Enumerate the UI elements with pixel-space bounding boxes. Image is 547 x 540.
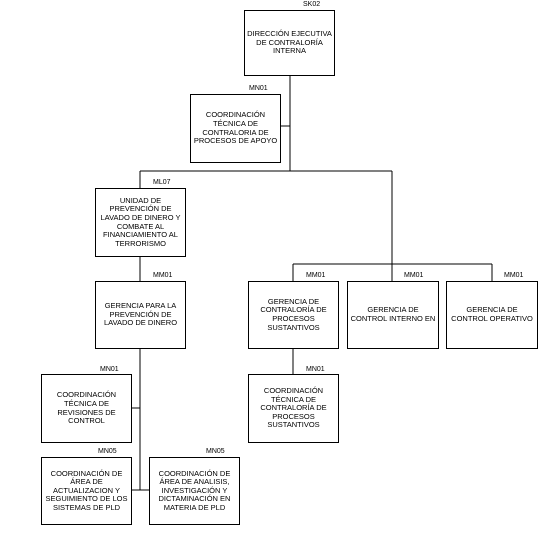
node-coordinacion-contraloria-procesos-sustantivos: COORDINACIÓN TÉCNICA DE CONTRALORÍA DE P… <box>248 374 339 443</box>
node-unidad-prevencion-lavado-dinero: UNIDAD DE PREVENCIÓN DE LAVADO DE DINERO… <box>95 188 186 257</box>
node-code-n05: MN01 <box>100 366 119 373</box>
node-code-n10: MM01 <box>404 272 424 279</box>
node-code-n07: MN05 <box>206 448 225 455</box>
node-label: COORDINACIÓN TÉCNICA DE REVISIONES DE CO… <box>56 390 117 426</box>
node-label: COORDINACIÓN TÉCNICA DE CONTRALORÍA DE P… <box>260 386 327 430</box>
node-label: GERENCIA DE CONTROL OPERATIVO <box>451 305 533 323</box>
node-label: DIRECCIÓN EJECUTIVA DE CONTRALORÍA INTER… <box>247 29 332 56</box>
node-gerencia-prevencion-lavado-dinero: GERENCIA PARA LA PREVENCIÓN DE LAVADO DE… <box>95 281 186 349</box>
node-direccion-ejecutiva-contraloria-interna: DIRECCIÓN EJECUTIVA DE CONTRALORÍA INTER… <box>244 10 335 76</box>
node-coordinacion-actualizacion-seguimiento-pld: COORDINACIÓN DE ÁREA DE ACTUALIZACION Y … <box>41 457 132 525</box>
node-coordinacion-revisiones-control: COORDINACIÓN TÉCNICA DE REVISIONES DE CO… <box>41 374 132 443</box>
node-label: GERENCIA DE CONTRALORÍA DE PROCESOS SUST… <box>260 296 327 332</box>
node-label: COORDINACIÓN DE ÁREA DE ANALISIS, INVEST… <box>158 468 231 512</box>
node-code-n09: MN01 <box>306 366 325 373</box>
node-label: UNIDAD DE PREVENCIÓN DE LAVADO DE DINERO… <box>100 195 181 248</box>
node-code-n04: MM01 <box>153 272 173 279</box>
node-code-n06: MN05 <box>98 448 117 455</box>
node-code-n08: MM01 <box>306 272 326 279</box>
node-gerencia-control-operativo: GERENCIA DE CONTROL OPERATIVO <box>446 281 538 349</box>
node-label: COORDINACIÓN DE ÁREA DE ACTUALIZACION Y … <box>45 468 128 512</box>
node-gerencia-control-interno: GERENCIA DE CONTROL INTERNO EN <box>347 281 439 349</box>
node-coordinacion-analisis-investigacion-pld: COORDINACIÓN DE ÁREA DE ANALISIS, INVEST… <box>149 457 240 525</box>
node-coordinacion-contraloria-procesos-apoyo: COORDINACIÓN TÉCNICA DE CONTRALORIA DE P… <box>190 94 281 163</box>
node-gerencia-contraloria-procesos-sustantivos: GERENCIA DE CONTRALORÍA DE PROCESOS SUST… <box>248 281 339 349</box>
node-code-n01: SK02 <box>303 1 321 8</box>
node-code-n11: MM01 <box>504 272 524 279</box>
node-label: COORDINACIÓN TÉCNICA DE CONTRALORIA DE P… <box>193 110 278 146</box>
node-code-n02: MN01 <box>249 85 268 92</box>
node-code-n03: ML07 <box>153 179 171 186</box>
node-label: GERENCIA PARA LA PREVENCIÓN DE LAVADO DE… <box>103 301 178 328</box>
node-label: GERENCIA DE CONTROL INTERNO EN <box>350 305 436 323</box>
